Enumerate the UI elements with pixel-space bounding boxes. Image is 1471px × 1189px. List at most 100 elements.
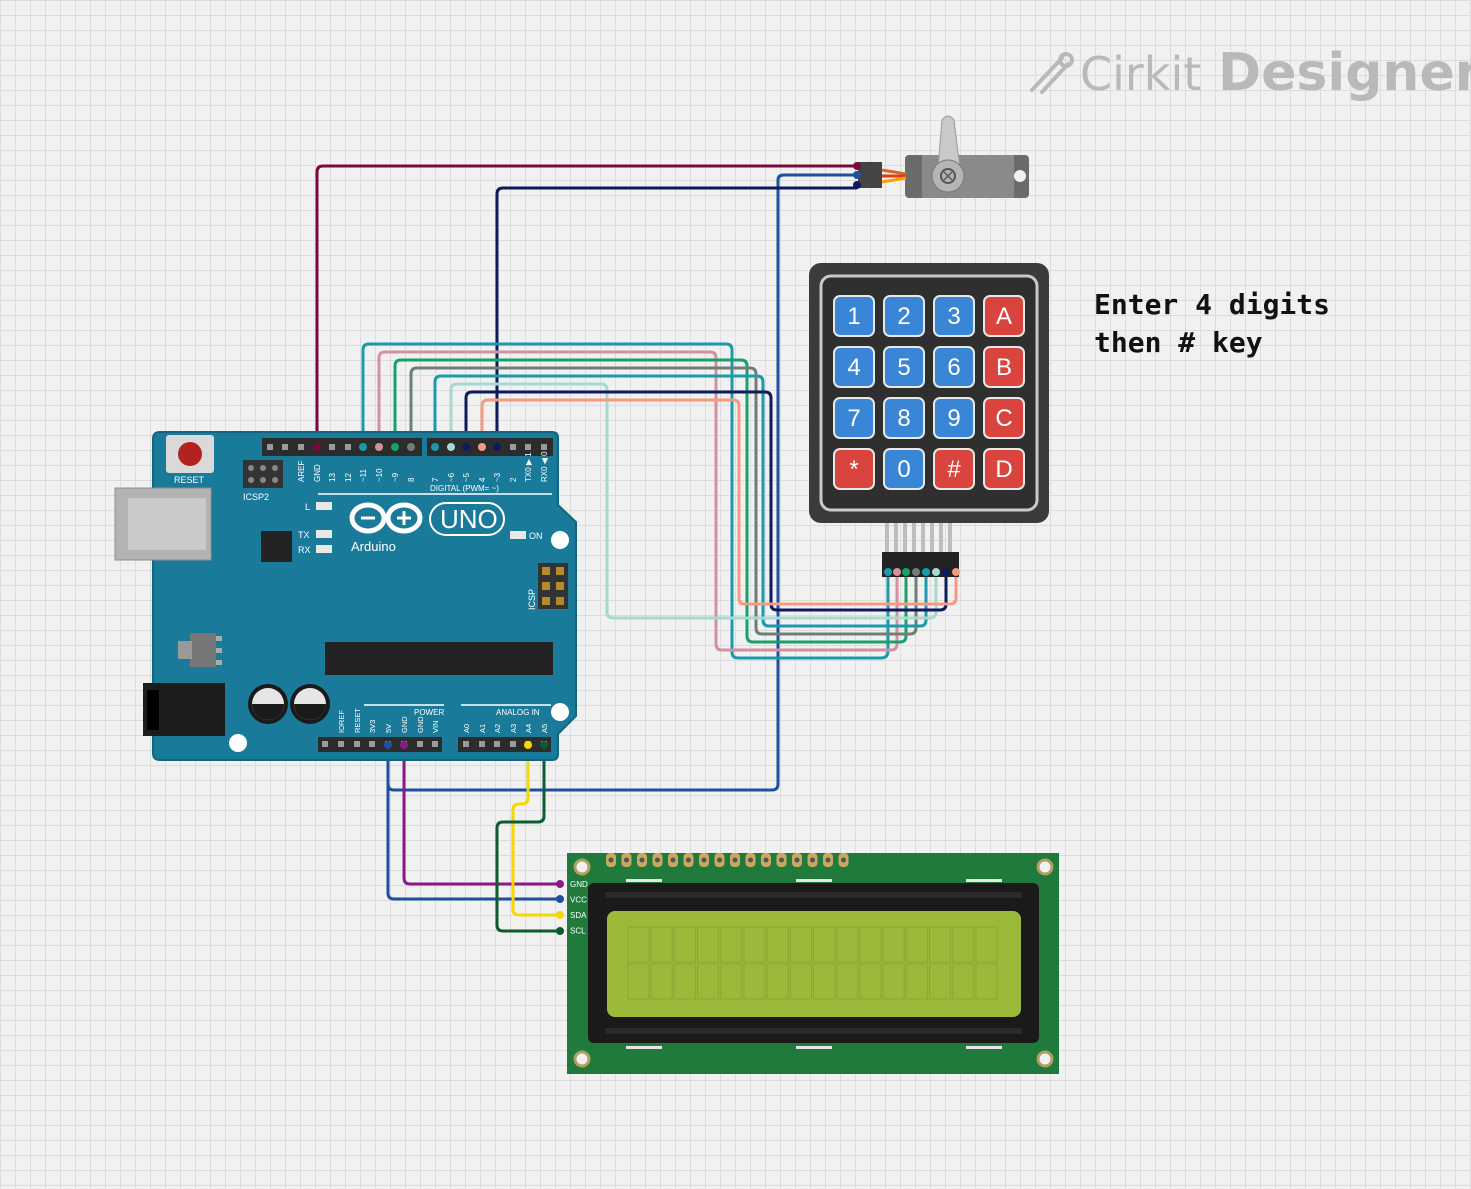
pin-connection-dot (375, 443, 383, 451)
header-pin[interactable] (267, 444, 273, 450)
keypad-key-7[interactable]: 7 (833, 397, 875, 439)
header-pin[interactable] (369, 741, 375, 747)
header-pin[interactable] (322, 741, 328, 747)
mounting-hole (551, 703, 569, 721)
keypad-key-B[interactable]: B (983, 346, 1025, 388)
power-pin-label: IOREF (337, 710, 346, 733)
note-line-2: then # key (1094, 326, 1263, 359)
lcd-char-cell (650, 963, 673, 1000)
pin-connection-dot (540, 741, 548, 749)
servo-horn[interactable] (937, 115, 961, 169)
instruction-note: Enter 4 digits then # key (1094, 286, 1330, 362)
header-pin[interactable] (479, 741, 485, 747)
keypad-key-A[interactable]: A (983, 295, 1025, 337)
analog-pin-label: A5 (540, 724, 549, 733)
header-pin[interactable] (541, 444, 547, 450)
icsp-label: ICSP (527, 589, 537, 610)
servo-motor[interactable] (858, 115, 1029, 198)
header-pin[interactable] (338, 741, 344, 747)
lcd-char-cell (975, 926, 998, 963)
header-pin[interactable] (432, 741, 438, 747)
power-pin-label: GND (400, 716, 409, 733)
svg-text:3: 3 (947, 303, 960, 330)
header-pin[interactable] (510, 741, 516, 747)
keypad-key-4[interactable]: 4 (833, 346, 875, 388)
wire-lcd-vcc[interactable] (386, 745, 560, 901)
keypad-key-C[interactable]: C (983, 397, 1025, 439)
header-pin[interactable] (282, 444, 288, 450)
svg-text:0: 0 (897, 456, 910, 483)
wire-keypad-4[interactable] (409, 366, 918, 636)
power-pin-label: GND (416, 716, 425, 733)
keypad-key-3[interactable]: 3 (933, 295, 975, 337)
header-pin[interactable] (494, 741, 500, 747)
digital-pin-label: 7 (431, 477, 440, 482)
keypad-key-1[interactable]: 1 (833, 295, 875, 337)
pin-connection-dot (478, 443, 486, 451)
svg-text:9: 9 (947, 405, 960, 432)
lcd-char-cell (743, 926, 766, 963)
wire-keypad-5[interactable] (433, 374, 928, 628)
pin-connection-dot (431, 443, 439, 451)
pin-connection-dot (359, 443, 367, 451)
wire-keypad-8[interactable] (480, 398, 958, 606)
wire-servo-signal[interactable] (315, 164, 857, 447)
wire-lcd-gnd[interactable] (402, 745, 560, 886)
keypad-key-0[interactable]: 0 (883, 448, 925, 490)
pin-connection-dot (447, 443, 455, 451)
wire-keypad-6[interactable] (449, 382, 938, 620)
digital-pin-label: GND (313, 464, 322, 482)
header-pin[interactable] (298, 444, 304, 450)
header-pin[interactable] (345, 444, 351, 450)
lcd-char-cell (952, 963, 975, 1000)
pin-connection-dot (884, 568, 892, 576)
led-rx-label: RX (298, 545, 311, 555)
pin-connection-dot (400, 741, 408, 749)
power-pin-label: VIN (431, 720, 440, 733)
brand-name-bold: Designer (1218, 43, 1471, 103)
keypad-key-6[interactable]: 6 (933, 346, 975, 388)
cirkit-logo: Cirkit Designer (1030, 43, 1471, 103)
keypad-key-*[interactable]: * (833, 448, 875, 490)
wire-keypad-7[interactable] (464, 390, 948, 612)
wire-keypad-3[interactable] (393, 358, 908, 644)
analog-header (458, 737, 551, 752)
analog-label: ANALOG IN (496, 708, 540, 717)
header-pin[interactable] (329, 444, 335, 450)
keypad-key-#[interactable]: # (933, 448, 975, 490)
wire-keypad-1[interactable] (361, 342, 890, 660)
lcd-char-cell (813, 963, 836, 1000)
lcd-char-cell (766, 963, 789, 1000)
header-pin[interactable] (463, 741, 469, 747)
led-on (510, 531, 526, 539)
wire-lcd-sda[interactable] (511, 745, 560, 917)
led-tx-label: TX (298, 530, 310, 540)
digital-pin-label: 13 (328, 473, 337, 482)
lcd-char-cell (859, 926, 882, 963)
keypad-key-9[interactable]: 9 (933, 397, 975, 439)
lcd-char-cell (905, 963, 928, 1000)
wire-lcd-scl[interactable] (495, 745, 560, 933)
power-pin-label: 5V (384, 724, 393, 733)
header-pin[interactable] (354, 741, 360, 747)
header-pin[interactable] (417, 741, 423, 747)
keypad-key-D[interactable]: D (983, 448, 1025, 490)
keypad-key-2[interactable]: 2 (883, 295, 925, 337)
keypad-key-5[interactable]: 5 (883, 346, 925, 388)
lcd-mount-hole (573, 858, 591, 876)
lcd-char-cell (673, 926, 696, 963)
pin-connection-dot (853, 162, 861, 170)
header-pin[interactable] (525, 444, 531, 450)
header-pin[interactable] (510, 444, 516, 450)
lcd-char-cell (697, 926, 720, 963)
keypad-key-8[interactable]: 8 (883, 397, 925, 439)
svg-text:C: C (995, 405, 1012, 432)
pin-connection-dot (853, 171, 861, 179)
pin-connection-dot (493, 443, 501, 451)
wire-keypad-2[interactable] (377, 350, 899, 652)
wire-servo-gnd[interactable] (495, 186, 857, 447)
led-tx (316, 530, 332, 538)
